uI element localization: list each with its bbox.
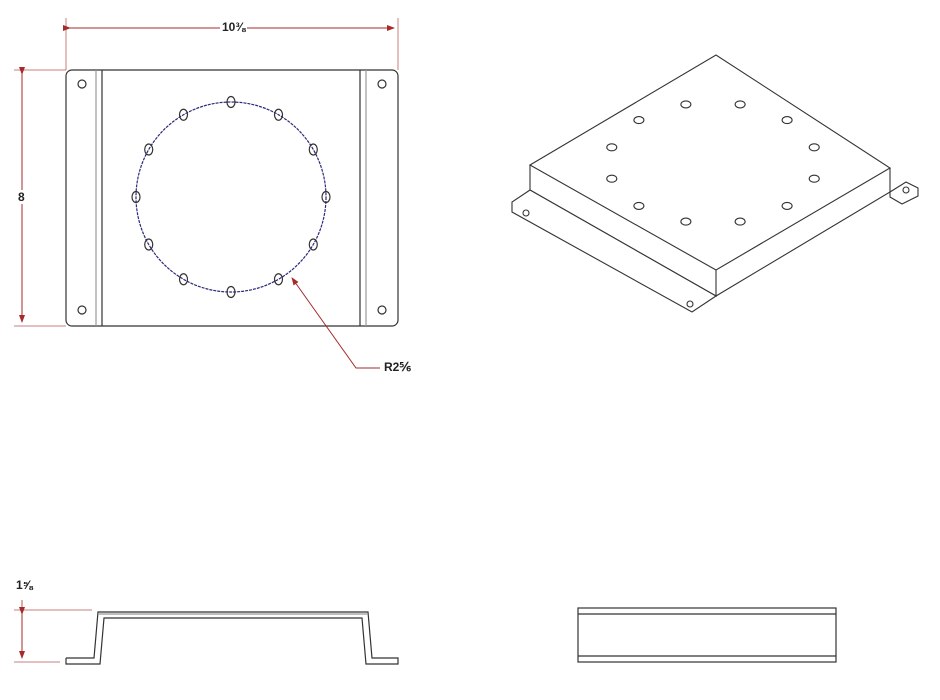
bolt-hole	[144, 238, 154, 251]
iso-bolt-hole	[808, 143, 820, 152]
isometric-view	[511, 54, 919, 313]
bolt-hole	[178, 108, 189, 121]
iso-bolt-hole	[633, 201, 645, 210]
iso-bolt-hole	[781, 116, 793, 125]
front-view	[65, 69, 399, 327]
bolt-hole	[273, 273, 284, 286]
iso-bolt-hole	[680, 100, 692, 109]
iso-bolt-hole	[606, 174, 618, 183]
bolt-hole	[321, 190, 331, 204]
corner-hole	[377, 79, 387, 89]
height-dimension-label: 8	[16, 190, 27, 204]
flange-height-label: 1⅝	[14, 578, 35, 592]
bolt-hole	[308, 143, 318, 156]
iso-bolt-hole	[606, 143, 618, 152]
iso-bolt-hole	[734, 100, 746, 109]
plate-outline	[65, 69, 399, 327]
corner-hole	[77, 305, 87, 315]
iso-bolt-hole	[734, 217, 746, 226]
dimensions	[14, 18, 399, 663]
corner-hole	[377, 305, 387, 315]
iso-bolt-hole	[680, 217, 692, 226]
iso-bolt-hole	[781, 201, 793, 210]
width-dimension-label: 10⅜	[220, 20, 248, 34]
iso-bolt-hole	[808, 174, 820, 183]
bolt-circle	[135, 101, 327, 293]
bolt-hole	[226, 285, 236, 299]
side-view	[65, 611, 399, 665]
bolt-hole	[226, 95, 236, 109]
corner-hole	[77, 79, 87, 89]
bolt-hole	[308, 238, 318, 251]
bolt-hole	[178, 273, 189, 286]
bolt-hole	[273, 108, 284, 121]
iso-bolt-hole	[633, 116, 645, 125]
end-view	[577, 607, 837, 663]
bolt-hole	[144, 143, 154, 156]
radius-dimension-label: R2⅚	[382, 360, 413, 374]
bolt-hole	[131, 190, 141, 204]
